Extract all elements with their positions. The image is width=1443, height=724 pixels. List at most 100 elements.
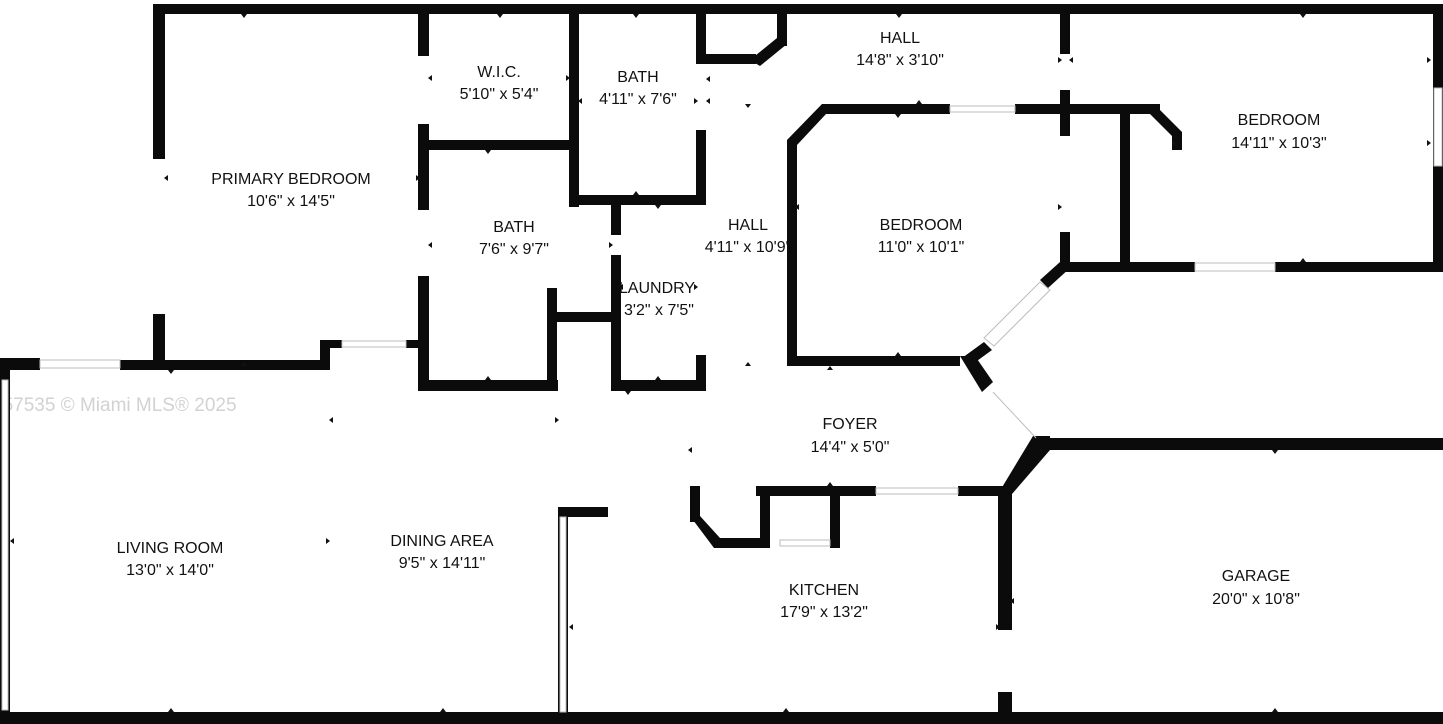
- window-bedroom-middle-diagonal: [983, 281, 1051, 347]
- wall-closet-divider: [1120, 104, 1130, 272]
- room-size-wic: 5'10" x 5'4": [460, 86, 539, 103]
- room-name-wic: W.I.C.: [477, 64, 521, 81]
- wall-pantry-angle: [690, 516, 770, 548]
- window-living-left: [1, 379, 9, 711]
- window-bedroom-east-right: [1433, 87, 1443, 167]
- room-size-kitchen: 17'9" x 13'2": [780, 604, 868, 621]
- room-labels: PRIMARY BEDROOM 10'6" x 14'5" W.I.C. 5'1…: [117, 30, 1327, 621]
- walls: [0, 4, 1443, 724]
- wall-bath-upper-bottom: [569, 195, 705, 205]
- dimension-marker: [783, 708, 789, 712]
- dimension-marker: [694, 98, 698, 104]
- dimension-marker: [745, 362, 751, 366]
- wall-bedroom-middle-right: [1060, 232, 1070, 272]
- wall-pantry-left: [690, 486, 700, 522]
- wall-hall-east-top: [1060, 4, 1070, 54]
- dimension-marker: [1058, 204, 1062, 210]
- wall-primary-left-top: [153, 4, 165, 159]
- wall-garage-kitchen-top: [998, 486, 1012, 630]
- room-size-bath-main: 7'6" x 9'7": [479, 241, 549, 258]
- wall-bath-upper-right-top: [696, 4, 706, 56]
- dimension-marker: [795, 204, 799, 210]
- room-name-bedroom-east: BEDROOM: [1238, 112, 1321, 129]
- dimension-marker: [1272, 708, 1278, 712]
- wall-laundry-bottom: [611, 380, 706, 391]
- dimension-marker: [655, 376, 661, 380]
- dimension-marker: [1069, 57, 1073, 63]
- dimension-marker: [996, 624, 1000, 630]
- room-size-bedroom-middle: 11'0" x 10'1": [878, 239, 965, 256]
- room-size-bedroom-east: 14'11" x 10'3": [1231, 135, 1326, 152]
- room-name-hall-middle: HALL: [728, 217, 768, 234]
- wall-primary-wic-top: [418, 4, 429, 56]
- dimension-marker: [164, 175, 168, 181]
- dimension-marker: [428, 242, 432, 248]
- dimension-marker: [168, 370, 174, 374]
- room-size-living-room: 13'0" x 14'0": [126, 562, 214, 579]
- dimension-marker: [566, 75, 570, 81]
- dimension-marker: [1427, 57, 1431, 63]
- wall-bedroom-east-bottom-right: [1275, 262, 1443, 272]
- wall-laundry-right: [696, 355, 706, 391]
- wall-bath-inner-h: [547, 312, 617, 322]
- room-name-laundry: LAUNDRY: [619, 280, 696, 297]
- dimension-marker: [706, 98, 710, 104]
- wall-kitchen-top-right: [958, 486, 1006, 496]
- room-size-primary-bedroom: 10'6" x 14'5": [247, 193, 335, 210]
- room-size-hall-middle: 4'11" x 10'9": [705, 239, 792, 256]
- room-size-dining-area: 9'5" x 14'11": [399, 555, 486, 572]
- wall-pantry2-corner: [830, 538, 840, 548]
- dimension-marker: [329, 417, 333, 423]
- dimension-marker: [440, 708, 446, 712]
- wall-pantry-right: [760, 486, 770, 548]
- wall-wic-bath: [569, 4, 579, 207]
- wall-bedroom-middle-shell: [787, 104, 960, 366]
- wall-wic-bottom: [418, 140, 578, 150]
- wall-bedroom-east-bottom-left: [1060, 262, 1195, 272]
- dimension-marker: [1272, 450, 1278, 454]
- window-primary-notch: [341, 340, 407, 348]
- wall-bath-right-bottom: [611, 255, 621, 390]
- wall-primary-bath-bottom: [418, 276, 429, 390]
- room-name-bedroom-middle: BEDROOM: [880, 217, 963, 234]
- dimension-marker: [895, 352, 901, 356]
- wall-foyer-angle: [960, 356, 993, 392]
- dimension-marker: [633, 191, 639, 195]
- dimension-marker: [1058, 57, 1062, 63]
- dimension-marker: [916, 100, 922, 104]
- wall-bath-upper-right-bottom: [696, 130, 706, 205]
- dimension-marker: [555, 417, 559, 423]
- wall-primary-wic-mid: [418, 124, 429, 210]
- wall-primary-left-bottom: [153, 314, 165, 366]
- room-size-laundry: 3'2" x 7'5": [624, 302, 694, 319]
- dimension-marker: [633, 14, 639, 18]
- room-name-bath-main: BATH: [493, 219, 534, 236]
- dimension-marker: [625, 391, 631, 395]
- dimension-marker: [241, 362, 247, 366]
- room-name-primary-bedroom: PRIMARY BEDROOM: [211, 171, 370, 188]
- wall-bath-inner-v: [547, 288, 557, 390]
- dimension-marker: [895, 114, 901, 118]
- wall-kitchen-top-left: [756, 486, 876, 496]
- dimension-marker: [485, 150, 491, 154]
- dimension-marker: [827, 366, 833, 370]
- dimension-marker: [827, 482, 833, 486]
- wall-closet-angle-east: [1150, 104, 1182, 150]
- room-size-hall-top: 14'8" x 3'10": [856, 52, 944, 69]
- dimension-marker: [1010, 598, 1014, 604]
- room-name-hall-top: HALL: [880, 30, 920, 47]
- wall-primary-notch: [320, 340, 330, 370]
- wall-closet-angle: [750, 38, 787, 66]
- windows: [1, 87, 1443, 713]
- wall-top-outer: [153, 4, 1443, 14]
- dimension-marker: [416, 175, 420, 181]
- wall-bottom-outer: [0, 712, 1443, 724]
- dimension-marker: [1427, 140, 1431, 146]
- window-kitchen-dining: [559, 516, 567, 713]
- wall-hall-east-mid: [1060, 90, 1070, 136]
- wall-kitchen-dining-top: [558, 507, 608, 517]
- dimension-marker: [497, 14, 503, 18]
- dimension-marker: [241, 14, 247, 18]
- dimension-marker: [896, 14, 902, 18]
